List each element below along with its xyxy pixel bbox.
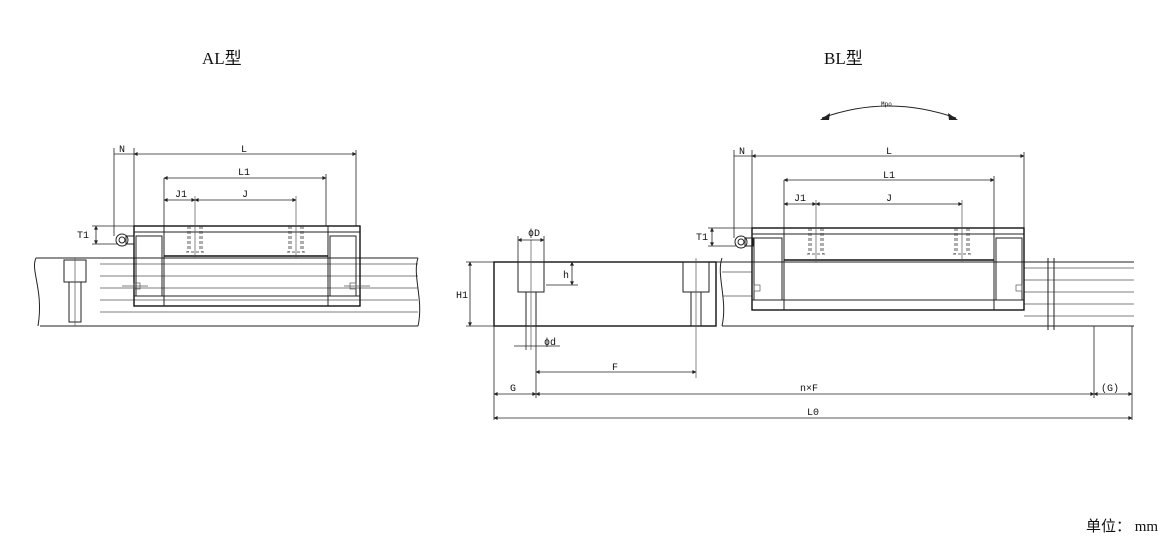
al-dim-L: L [241, 145, 247, 156]
title-bl: BL型 [824, 49, 863, 68]
al-dim-J: J [242, 190, 248, 201]
dim-F: F [612, 363, 618, 374]
bl-dim-L: L [886, 147, 892, 158]
title-al: AL型 [202, 49, 242, 68]
side-view: ϕD h H1 ϕd F G n×F (G) L0 [456, 228, 1133, 420]
dim-phid: ϕd [544, 337, 556, 349]
al-dim-J1: J1 [175, 190, 187, 201]
bl-dim-T1: T1 [696, 233, 708, 244]
al-dim-N: N [119, 145, 125, 156]
al-view: N L L1 J1 J T1 [34, 145, 421, 327]
bl-dim-L1: L1 [883, 171, 895, 182]
al-dim-T1: T1 [77, 231, 89, 242]
dim-G: G [510, 384, 516, 395]
moment-Mpo: Mpo [881, 101, 892, 108]
unit-label: 单位： mm [1086, 518, 1158, 535]
bl-dim-J1: J1 [794, 194, 806, 205]
al-dim-L1: L1 [238, 168, 250, 179]
dim-H1: H1 [456, 291, 468, 302]
bl-view: Mpo [696, 101, 1134, 330]
dim-nxF: n×F [800, 384, 818, 395]
bl-dim-N: N [739, 147, 745, 158]
dim-L0: L0 [807, 408, 819, 419]
dim-phiD: ϕD [528, 228, 540, 240]
bl-dim-J: J [886, 194, 892, 205]
dim-G-paren: (G) [1101, 383, 1119, 395]
dim-h: h [563, 270, 569, 282]
